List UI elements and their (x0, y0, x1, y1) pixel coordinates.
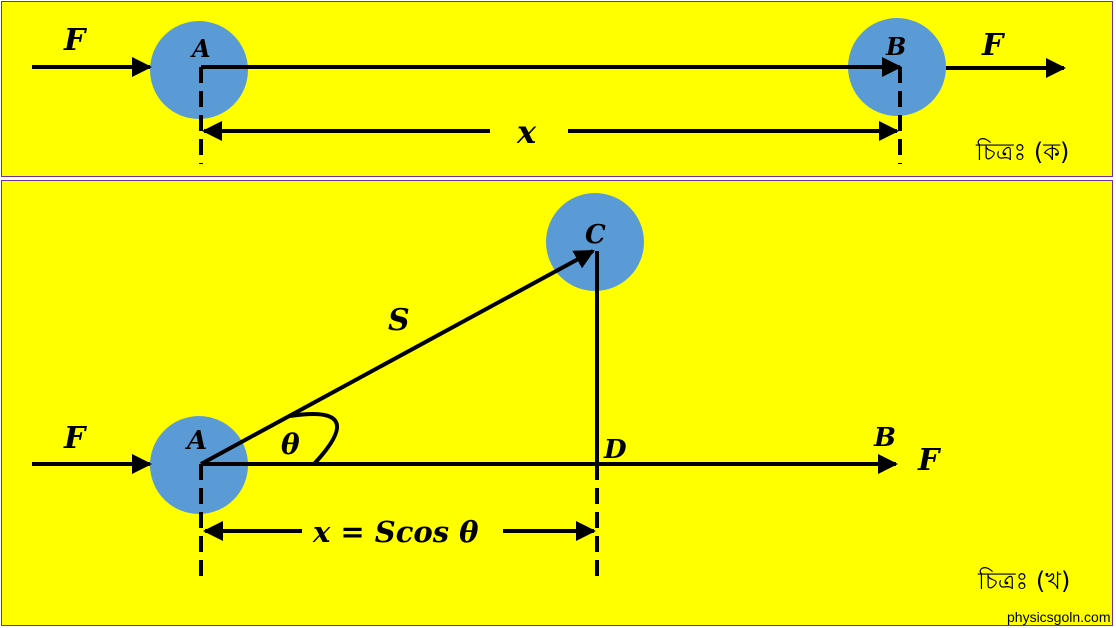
force-label-right-top: F (981, 28, 1006, 63)
force-label-left-bottom: F (63, 421, 88, 456)
point-d-label: D (603, 435, 627, 465)
point-a-label-top: A (190, 34, 211, 63)
point-b-label-top: B (885, 32, 906, 61)
distance-label-top: x (516, 113, 537, 151)
figure-caption-ka: চিত্রঃ (ক) (975, 138, 1069, 166)
point-a-label-bottom: A (184, 426, 207, 456)
displacement-label-s: S (388, 303, 410, 338)
projection-label: x = Scos θ (312, 515, 479, 549)
displacement-arrow-s (200, 249, 595, 466)
angle-arc (289, 412, 340, 466)
angle-label-theta: θ (281, 428, 300, 461)
point-c-label: C (585, 220, 606, 250)
figure-caption-kha: চিত্রঃ (খ) (977, 567, 1070, 595)
point-b-label-bottom: B (873, 423, 896, 453)
watermark: physicsgoln.com (1007, 609, 1111, 625)
ball-c (546, 193, 644, 291)
force-label-left-top: F (63, 23, 88, 58)
force-label-right-bottom: F (917, 443, 942, 478)
